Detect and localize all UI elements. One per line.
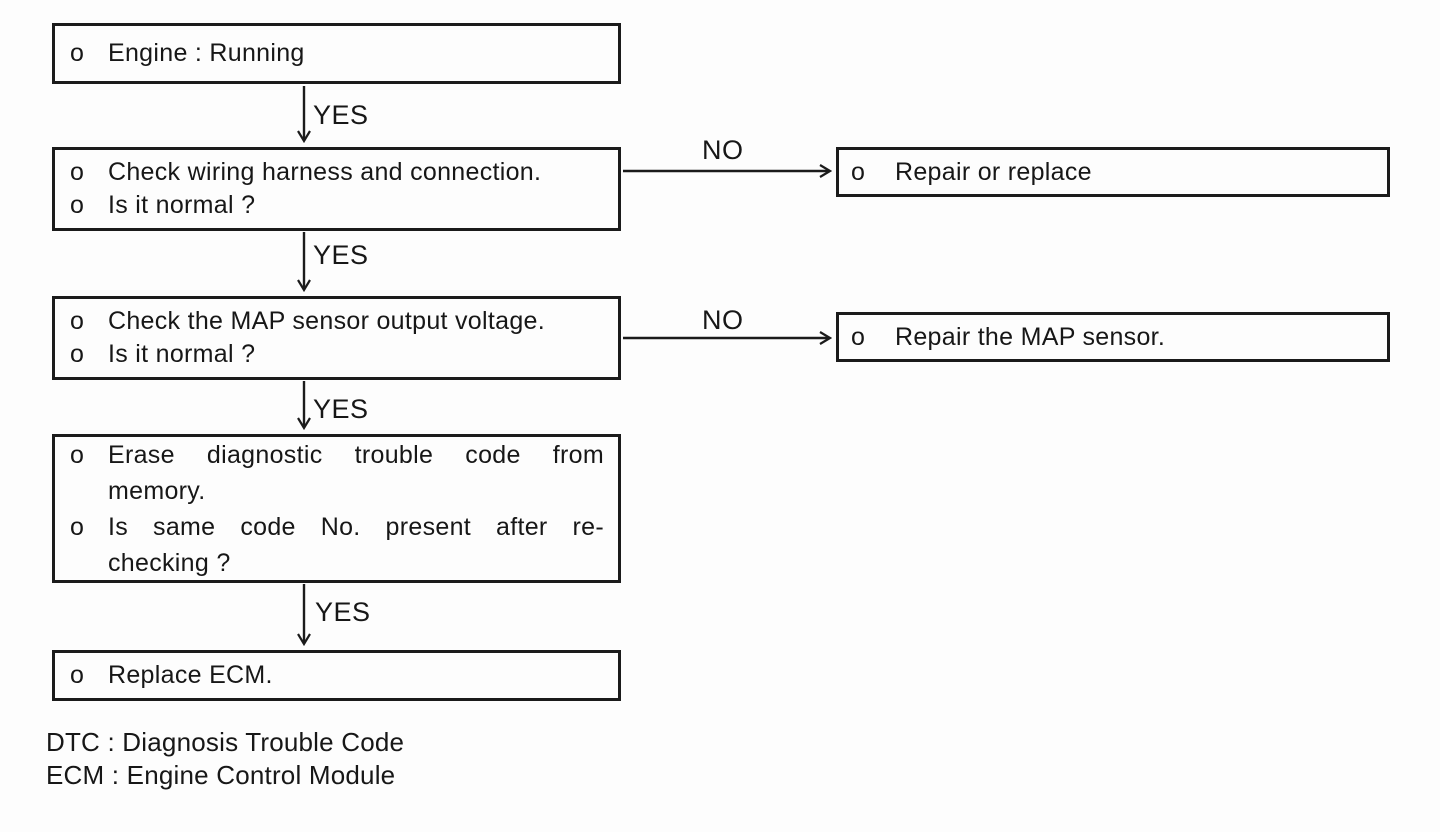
step-text-line: Repair or replace xyxy=(895,157,1092,186)
bullet-icon: o xyxy=(70,340,85,368)
step-text-line: Is it normal ? xyxy=(108,340,256,368)
step-text-line: Replace ECM. xyxy=(108,661,273,689)
step-bullet: o Is same code No. present after re- che… xyxy=(70,509,604,581)
no-label-2: NO xyxy=(702,305,744,335)
bullet-icon: o xyxy=(70,512,85,541)
branch-box-repair-or-replace: o Repair or replace xyxy=(836,147,1390,197)
step-bullet: o Replace ECM. xyxy=(70,659,604,692)
step-box-erase-dtc: o Erase diagnostic trouble code from mem… xyxy=(52,434,621,583)
step-box-check-map-voltage: o Check the MAP sensor output voltage. o… xyxy=(52,296,621,380)
step-box-check-wiring: o Check wiring harness and connection. o… xyxy=(52,147,621,231)
step-text-line: Check the MAP sensor output voltage. xyxy=(108,307,545,335)
step-text-line: checking ? xyxy=(108,548,231,577)
step-text-line: Is it normal ? xyxy=(108,191,256,219)
step-text-line: Erase diagnostic trouble code from xyxy=(108,440,604,469)
step-bullet: o Check wiring harness and connection. xyxy=(70,156,604,189)
bullet-icon: o xyxy=(851,157,866,186)
step-text-line: Repair the MAP sensor. xyxy=(895,322,1166,351)
step-box-engine-running: o Engine : Running xyxy=(52,23,621,84)
bullet-icon: o xyxy=(70,440,85,469)
no-label-1: NO xyxy=(702,135,744,165)
bullet-icon: o xyxy=(70,661,85,689)
step-bullet: o Is it normal ? xyxy=(70,338,604,371)
yes-label-4: YES xyxy=(315,597,371,627)
step-text-line: Check wiring harness and connection. xyxy=(108,158,542,186)
branch-box-repair-map-sensor: o Repair the MAP sensor. xyxy=(836,312,1390,362)
step-text-line: Is same code No. present after re- xyxy=(108,512,604,541)
yes-label-1: YES xyxy=(313,100,369,130)
bullet-icon: o xyxy=(70,39,85,67)
step-bullet: o Is it normal ? xyxy=(70,189,604,222)
legend-line-dtc: DTC : Diagnosis Trouble Code xyxy=(46,727,405,757)
yes-label-2: YES xyxy=(313,240,369,270)
abbreviation-legend: DTC : Diagnosis Trouble Code ECM : Engin… xyxy=(46,726,404,792)
step-text-line: memory. xyxy=(108,476,206,505)
bullet-icon: o xyxy=(851,322,866,351)
yes-label-3: YES xyxy=(313,394,369,424)
step-bullet: o Erase diagnostic trouble code from mem… xyxy=(70,437,604,509)
bullet-icon: o xyxy=(70,191,85,219)
bullet-icon: o xyxy=(70,307,85,335)
legend-line-ecm: ECM : Engine Control Module xyxy=(46,760,396,790)
step-text-line: Engine : Running xyxy=(108,39,305,67)
step-bullet: o Check the MAP sensor output voltage. xyxy=(70,305,604,338)
bullet-icon: o xyxy=(70,158,85,186)
step-box-replace-ecm: o Replace ECM. xyxy=(52,650,621,701)
step-bullet: o Engine : Running xyxy=(70,37,604,70)
step-bullet: o Repair or replace xyxy=(851,156,1373,189)
step-bullet: o Repair the MAP sensor. xyxy=(851,321,1373,354)
